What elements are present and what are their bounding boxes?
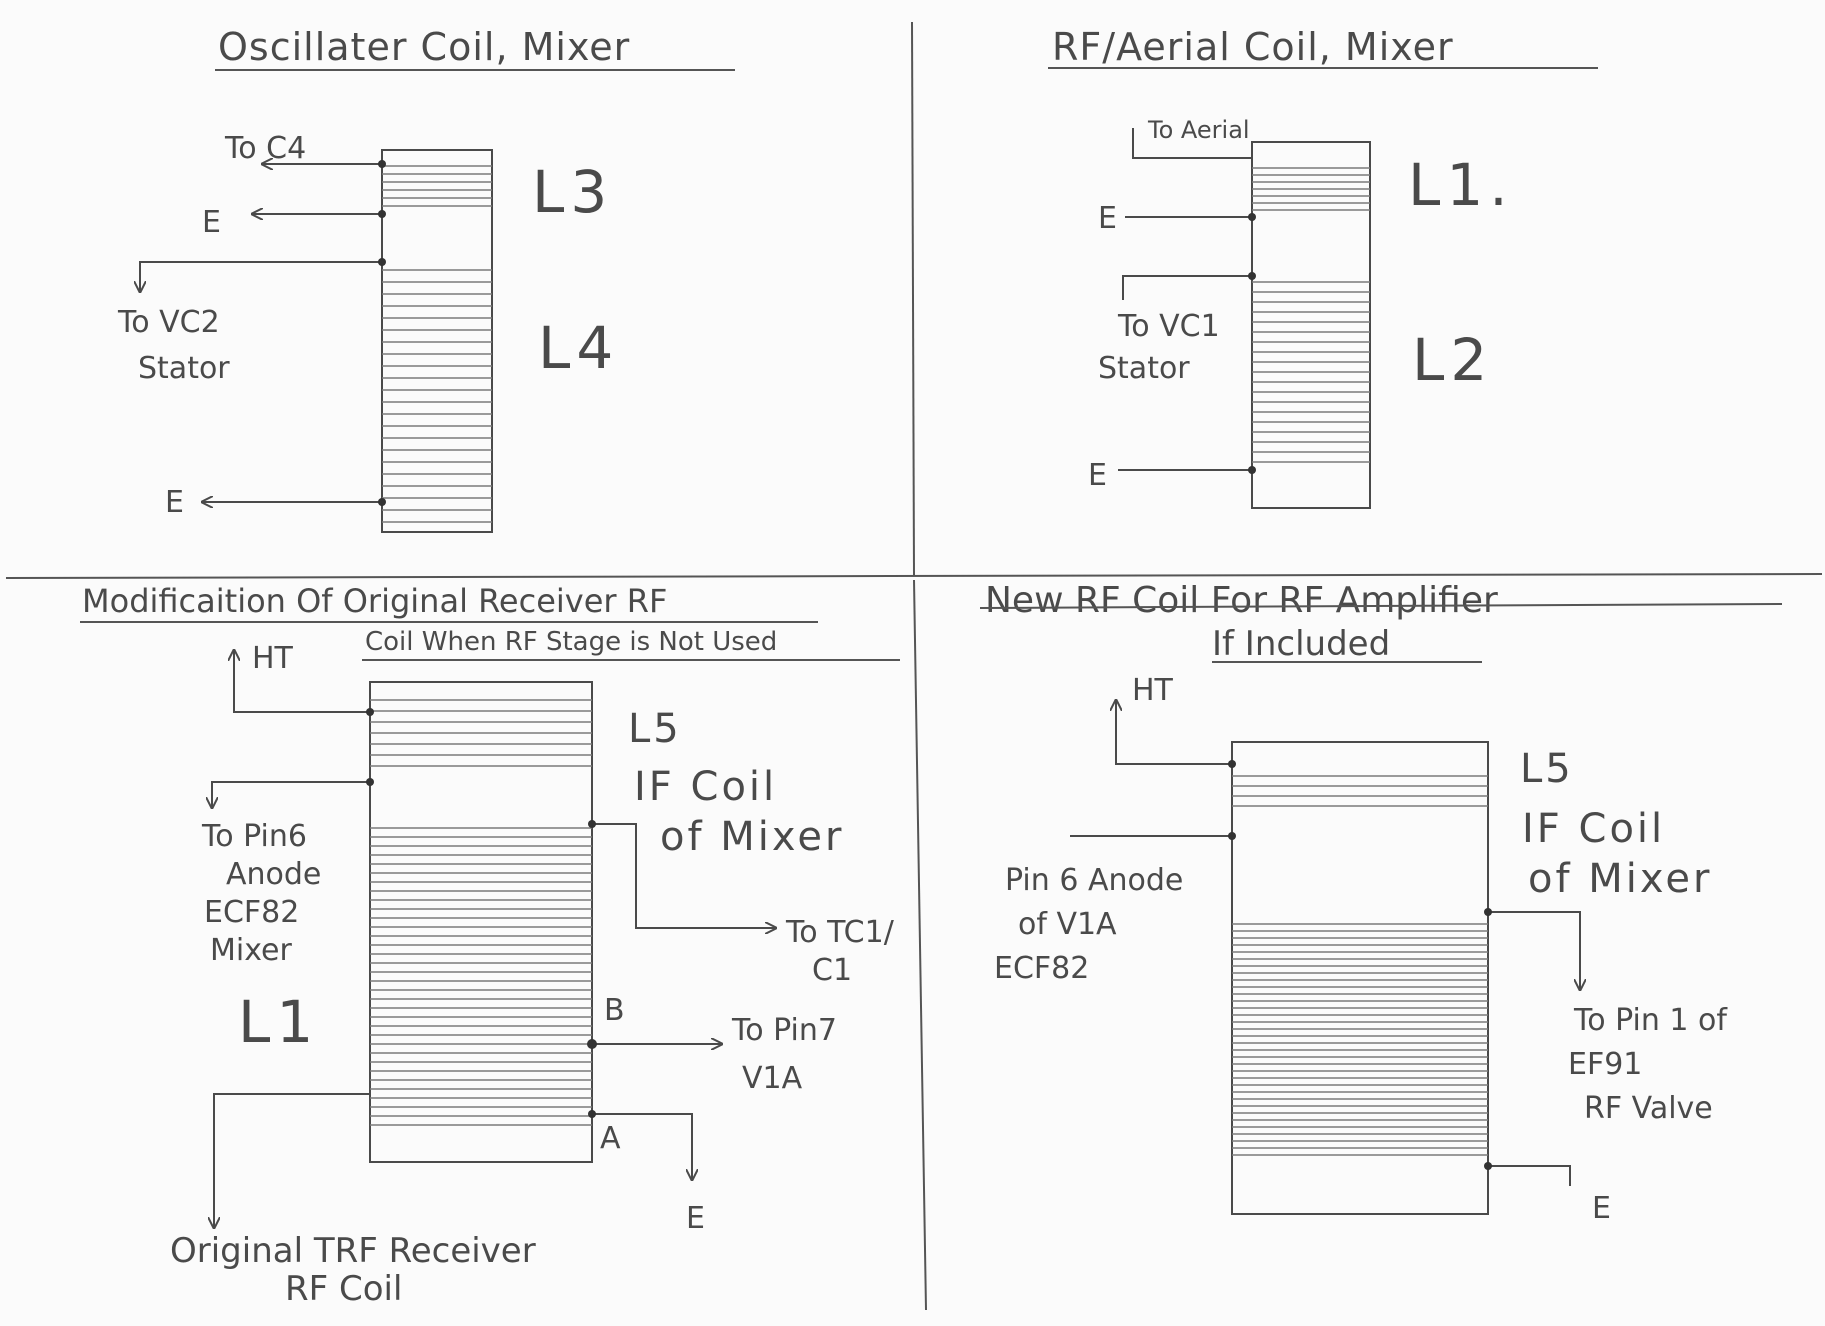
label-of-v1a: of V1A [1018, 907, 1117, 942]
panel-modification-coil: Modificaition Of Original Receiver RF Co… [80, 582, 900, 1309]
label-earth-top-rf: E [1098, 201, 1117, 236]
label-to-tc1: To TC1/ [785, 915, 895, 950]
label-anode: Anode [226, 857, 321, 892]
coil-former-l5-l1 [369, 681, 593, 1163]
label-mixer-mod: Mixer [210, 933, 293, 968]
label-to-pin7: To Pin7 [731, 1013, 837, 1048]
label-rf-coil: RF Coil [285, 1269, 402, 1309]
label-l1-mod: L1 [238, 988, 319, 1056]
label-stator: Stator [138, 351, 230, 386]
label-to-pin6: To Pin6 [201, 819, 307, 854]
new-rf-title-line1: New RF Coil For RF Amplifier [985, 580, 1498, 621]
label-l5-mod: L5 [628, 706, 682, 752]
oscillator-title: Oscillater Coil, Mixer [218, 25, 630, 69]
label-of-mixer-mod: of Mixer [660, 814, 844, 860]
panel-rf-aerial-coil: RF/Aerial Coil, Mixer To Aerial E To VC1… [1048, 25, 1598, 509]
label-l4: L4 [538, 314, 619, 382]
label-to-vc2: To VC2 [117, 305, 220, 340]
label-earth-top: E [202, 205, 221, 240]
panel-oscillator-coil: Oscillater Coil, Mixer To C4 E To VC2 St… [117, 25, 735, 533]
label-c1: C1 [812, 953, 852, 988]
label-ht-mod: HT [252, 641, 294, 676]
label-earth-mod: E [686, 1201, 705, 1236]
label-of-mixer-new: of Mixer [1528, 856, 1712, 902]
label-l3: L3 [532, 158, 613, 226]
label-to-aerial: To Aerial [1147, 116, 1250, 144]
label-if-coil-new: IF Coil [1522, 806, 1665, 852]
rf-aerial-title: RF/Aerial Coil, Mixer [1052, 25, 1454, 69]
label-l5-new: L5 [1520, 746, 1574, 792]
new-rf-title-line2: If Included [1212, 624, 1390, 664]
label-earth-bottom: E [165, 485, 184, 520]
label-ht-new: HT [1132, 673, 1174, 708]
coil-former-l3-l4 [381, 149, 493, 533]
panel-new-rf-coil: New RF Coil For RF Amplifier If Included… [979, 580, 1783, 1226]
modification-title-line1: Modificaition Of Original Receiver RF [82, 582, 667, 620]
label-ecf82-new: ECF82 [994, 951, 1089, 986]
label-earth-new: E [1592, 1191, 1611, 1226]
label-to-c4: To C4 [224, 131, 306, 166]
coil-former-new-l5 [1231, 741, 1489, 1215]
coil-former-l1-l2 [1251, 141, 1371, 509]
windings-l3-l4 [382, 165, 492, 523]
label-pin6-anode: Pin 6 Anode [1005, 863, 1183, 898]
label-tap-b: B [604, 993, 625, 1028]
windings-new-l5 [1232, 775, 1488, 1156]
label-to-vc1: To VC1 [1117, 309, 1220, 344]
label-rf-valve: RF Valve [1584, 1091, 1713, 1126]
label-original-trf: Original TRF Receiver [170, 1231, 536, 1271]
panel-dividers [5, 21, 1823, 1311]
label-to-pin1: To Pin 1 of [1573, 1003, 1728, 1038]
label-ef91: EF91 [1568, 1047, 1642, 1082]
label-v1a-mod: V1A [742, 1061, 803, 1096]
label-tap-a: A [600, 1121, 621, 1156]
windings-l5-l1 [370, 699, 592, 1126]
label-l1-rf: L1. [1408, 151, 1514, 219]
label-earth-bottom-rf: E [1088, 458, 1107, 493]
label-ecf82-mod: ECF82 [204, 895, 299, 930]
label-stator-rf: Stator [1098, 351, 1190, 386]
modification-title-line2: Coil When RF Stage is Not Used [365, 627, 777, 657]
label-l2: L2 [1412, 326, 1493, 394]
label-if-coil-mod: IF Coil [634, 764, 777, 810]
windings-l1-l2 [1252, 167, 1370, 463]
